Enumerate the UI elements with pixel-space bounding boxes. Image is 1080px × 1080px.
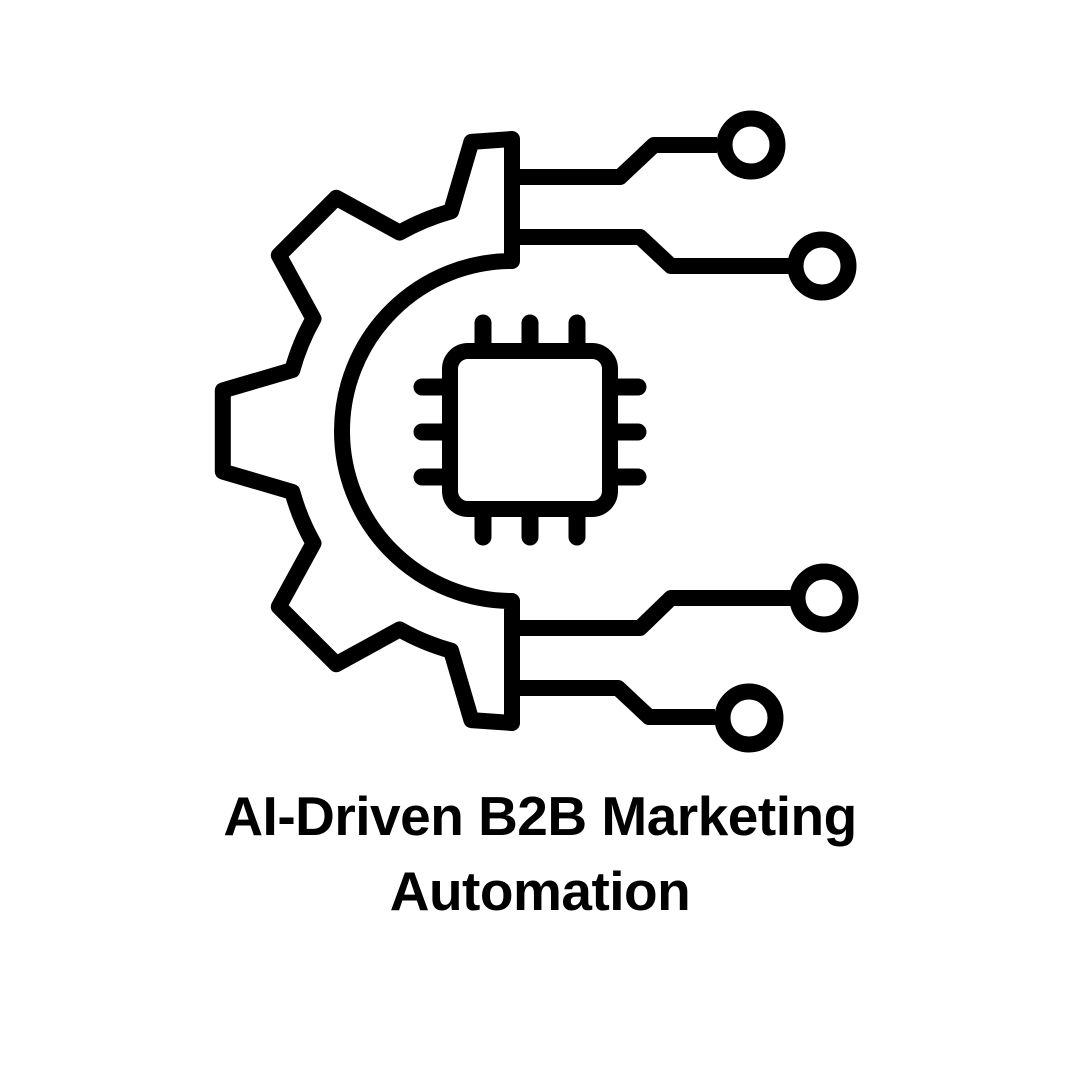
caption-line-2: Automation <box>389 860 691 922</box>
half-gear-icon <box>214 131 520 731</box>
circuit-node-top-2 <box>787 231 857 301</box>
chip-body <box>442 343 618 517</box>
circuit-node-bottom-2 <box>714 683 784 753</box>
circuit-trace-bottom-2 <box>512 680 715 725</box>
caption-line-1: AI-Driven B2B Marketing <box>223 785 857 847</box>
circuit-trace-top-2 <box>512 229 789 274</box>
caption: AI-Driven B2B Marketing Automation <box>0 779 1080 929</box>
circuit-trace-top-1 <box>512 137 717 185</box>
circuit-trace-bottom-1 <box>512 590 791 636</box>
circuit-node-bottom-1 <box>789 563 859 633</box>
cpu-chip-icon <box>413 314 647 546</box>
circuit-node-top-1 <box>716 110 786 180</box>
circuit-traces <box>512 110 859 753</box>
